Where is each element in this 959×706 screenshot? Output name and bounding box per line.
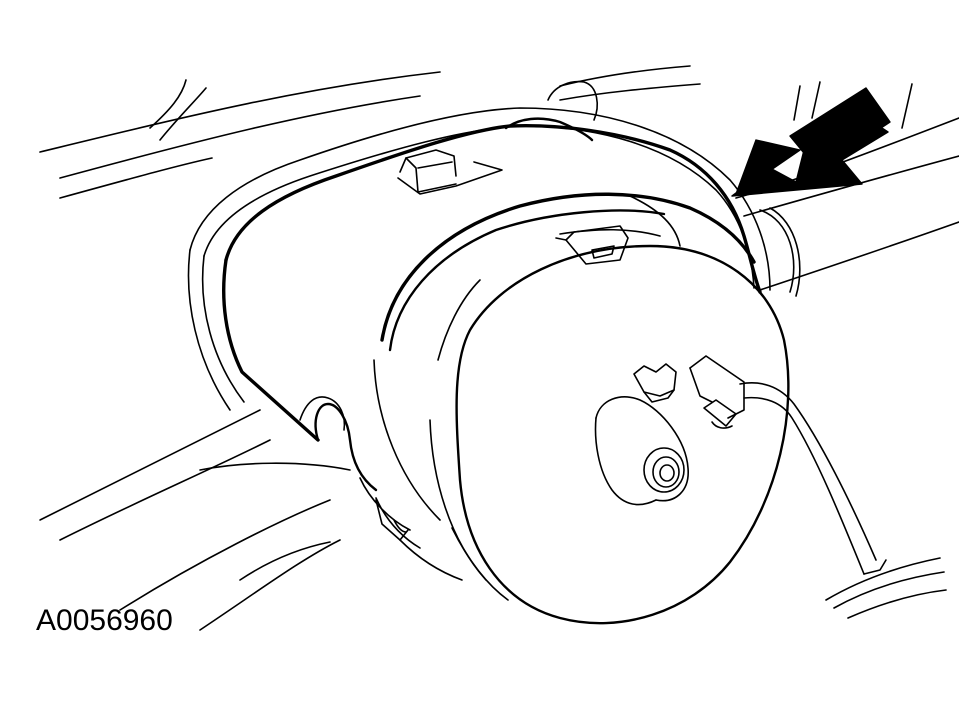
clockspring-rear <box>373 192 756 581</box>
wire-connector <box>633 355 745 429</box>
dashboard-lines <box>39 65 913 199</box>
arrow-icon <box>731 87 891 197</box>
wire-harness <box>739 382 947 619</box>
figure-id-label: A0056960 <box>36 604 173 637</box>
lower-dash-lines <box>39 409 351 631</box>
center-hub <box>594 396 689 506</box>
clockspring-front-disc <box>429 244 790 625</box>
shroud-cover <box>187 107 771 549</box>
shroud-latch <box>397 149 503 195</box>
